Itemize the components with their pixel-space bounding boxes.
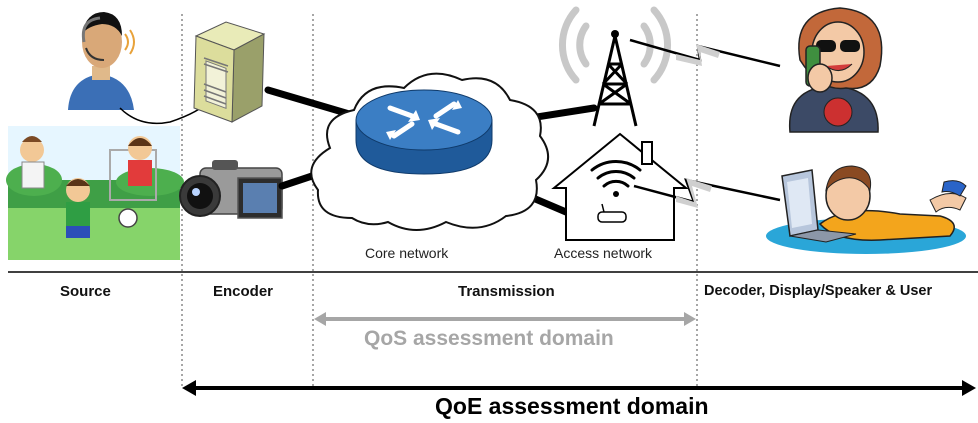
wireless-link-home-user [633, 178, 781, 204]
soccer-scene-image [6, 126, 184, 260]
decoder-stage-label: Decoder, Display/Speaker & User [704, 283, 933, 299]
qoe-domain-label: QoE assessment domain [435, 393, 709, 419]
router-icon [355, 89, 493, 175]
video-camera-icon [179, 160, 283, 219]
encoder-stage-label: Encoder [213, 283, 274, 300]
core-network-label: Core network [365, 245, 449, 261]
qos-domain-arrow [314, 312, 696, 326]
link-pc-core [264, 86, 360, 120]
radio-tower-icon [559, 6, 671, 127]
laptop-user-kid-icon [766, 165, 967, 254]
speaker-person-icon [68, 12, 135, 110]
access-network-label: Access network [554, 245, 653, 261]
transmission-stage-label: Transmission [458, 283, 555, 300]
source-stage-label: Source [60, 283, 111, 300]
phone-user-woman-icon [788, 7, 883, 133]
qoe-domain-arrow [182, 380, 976, 396]
qos-domain-label: QoS assessment domain [364, 327, 614, 350]
home-wifi-router-icon [551, 132, 689, 241]
encoder-computer-icon [193, 21, 266, 123]
